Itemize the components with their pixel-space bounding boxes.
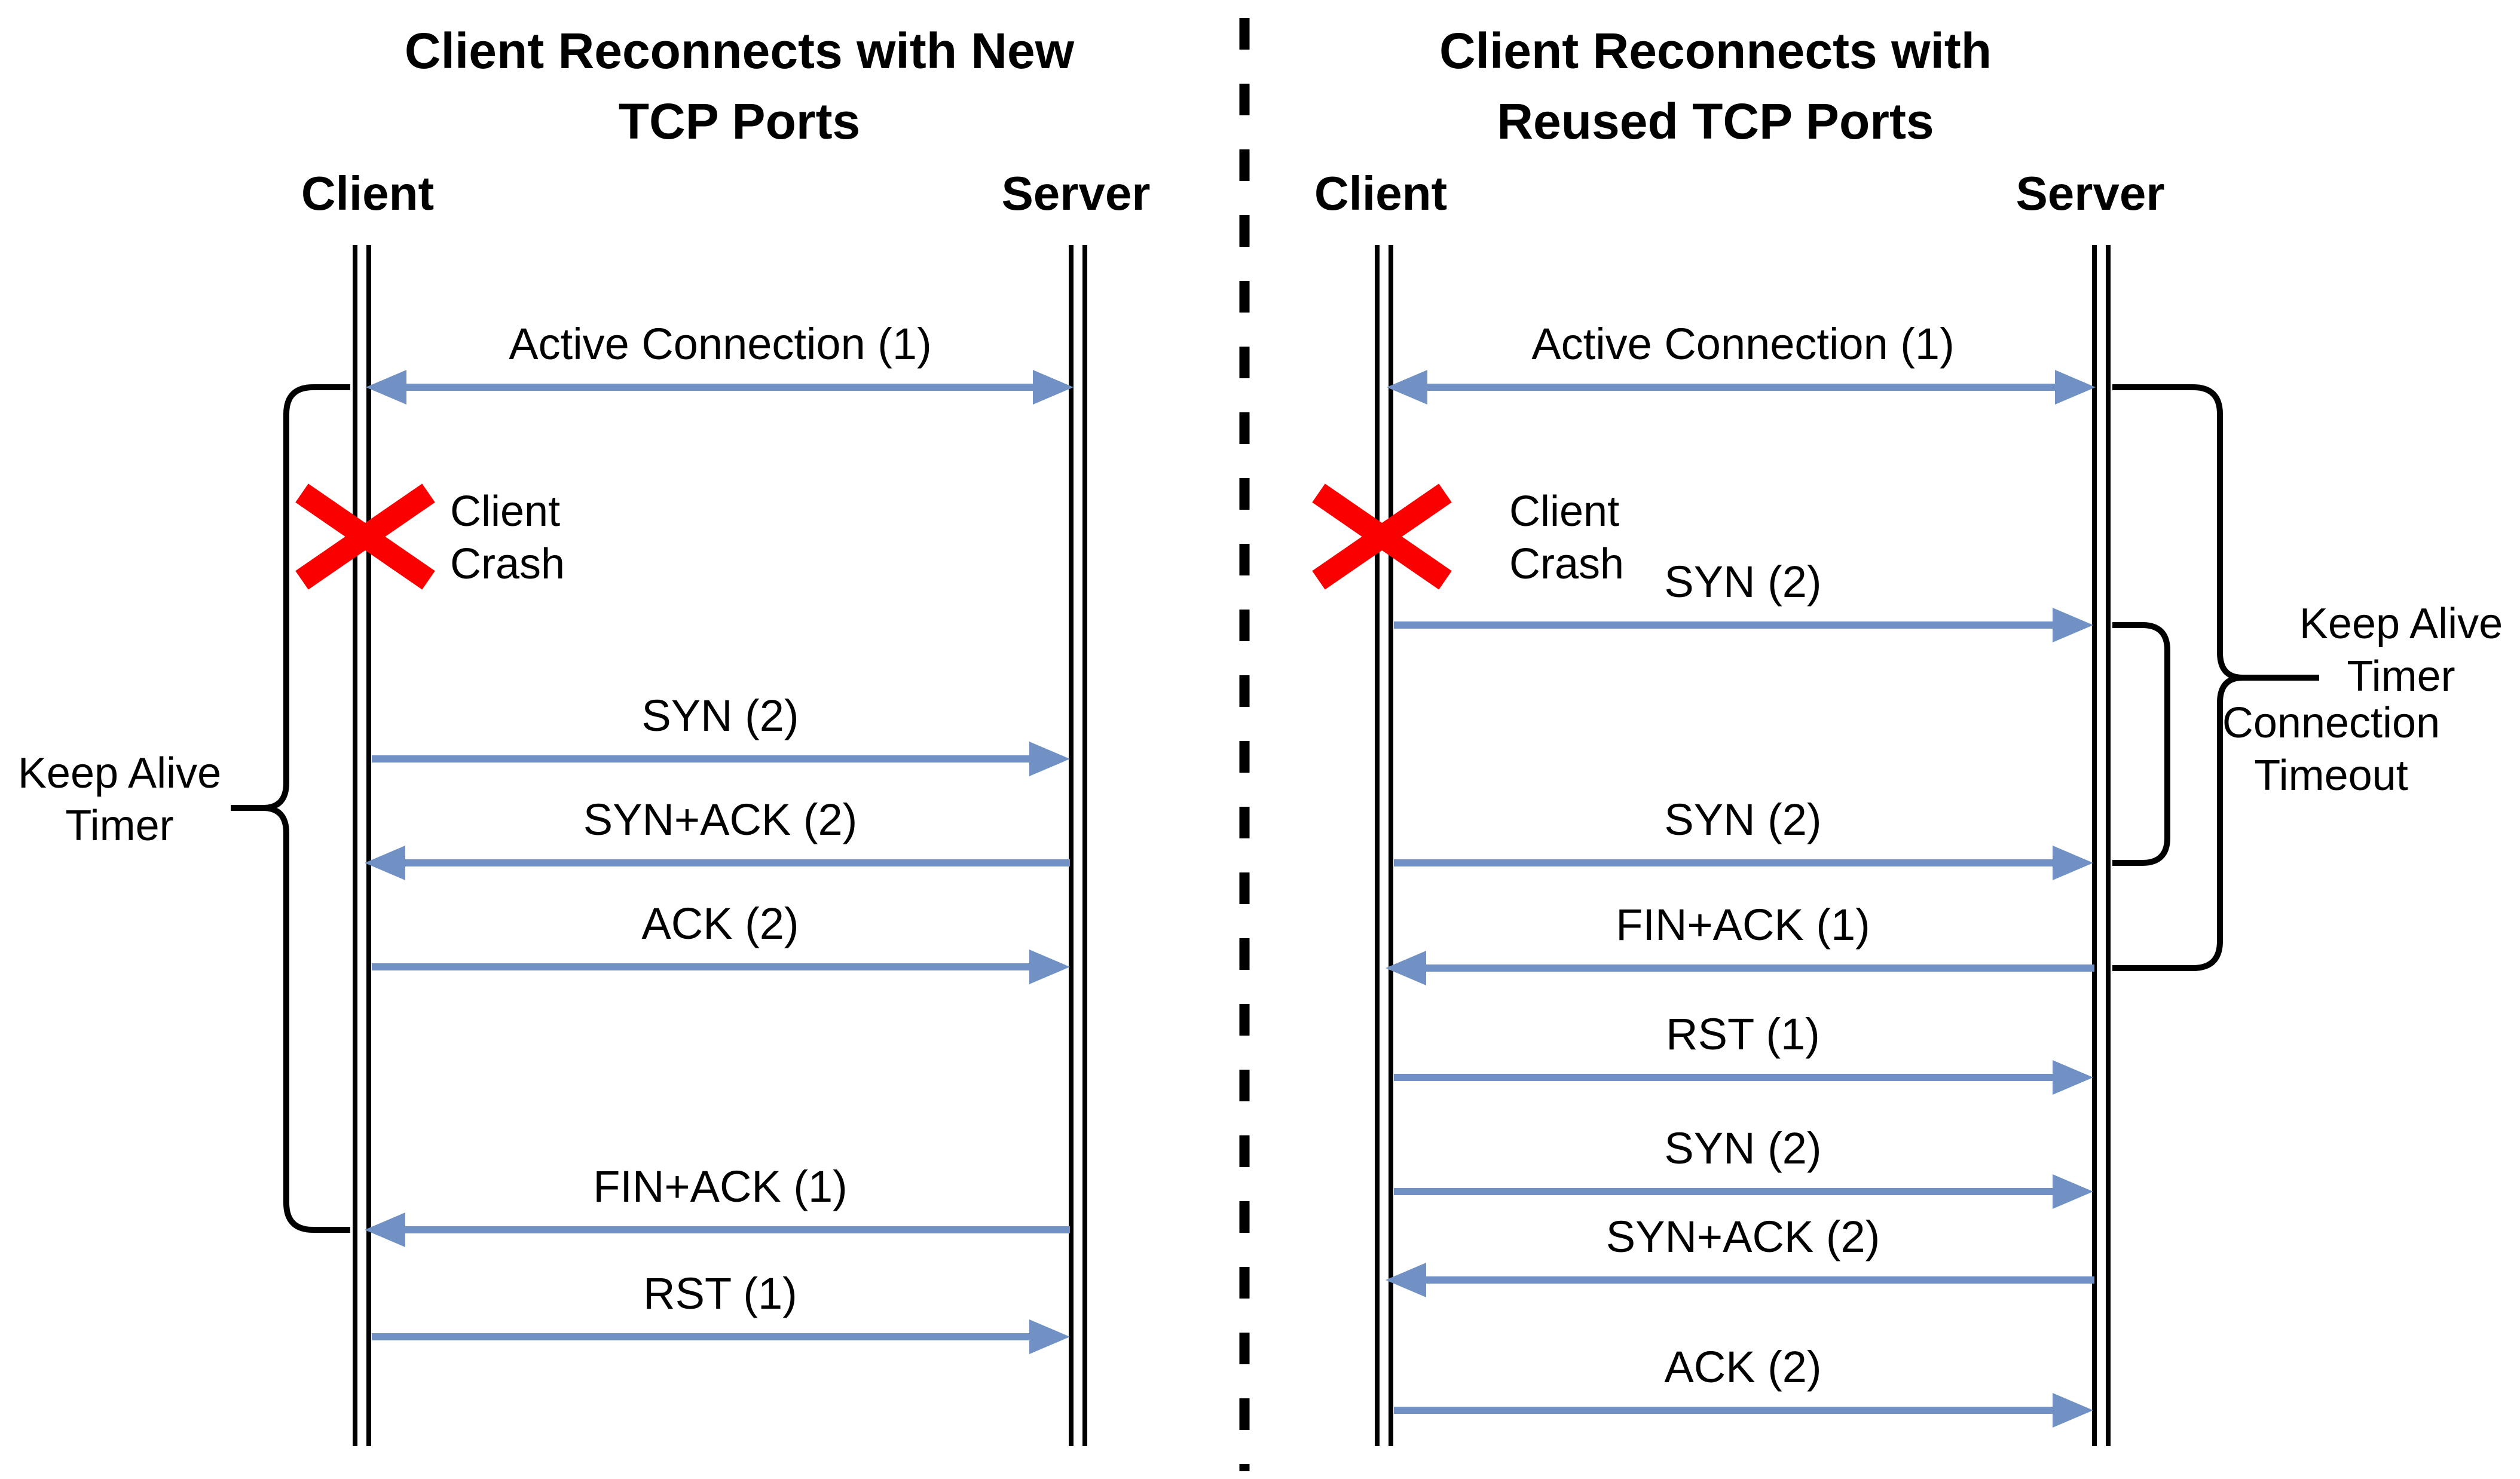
left-msg-syn-ack-label: SYN+ACK (2) xyxy=(583,795,858,844)
right-arrow-rst xyxy=(1394,1060,2093,1095)
left-server-lifeline xyxy=(1069,245,1087,1446)
right-arrow-syn-3 xyxy=(1394,1174,2093,1209)
left-msg-ack-label: ACK (2) xyxy=(641,899,799,948)
left-msg-fin-ack-label: FIN+ACK (1) xyxy=(593,1162,848,1211)
right-arrow-syn-1 xyxy=(1394,608,2093,642)
left-client-header: Client xyxy=(301,167,435,220)
right-keep-alive-timer-label-line1: Keep Alive xyxy=(2299,600,2503,648)
right-panel-title-line1: Client Reconnects with xyxy=(1439,23,1992,79)
right-msg-syn-ack-label: SYN+ACK (2) xyxy=(1605,1212,1880,1261)
left-client-crash-label: Client Crash xyxy=(450,485,565,590)
left-client-lifeline xyxy=(353,245,371,1446)
right-client-crash-label-line2: Crash xyxy=(1509,540,1625,588)
left-msg-syn-label: SYN (2) xyxy=(641,691,799,740)
left-client-crash-x-icon xyxy=(295,483,435,590)
right-client-lifeline xyxy=(1375,245,1393,1446)
right-server-lifeline xyxy=(2092,245,2111,1446)
left-panel-title-line1: Client Reconnects with New xyxy=(404,23,1075,79)
right-arrow-fin-ack xyxy=(1386,951,2094,985)
right-msg-syn-1-label: SYN (2) xyxy=(1664,557,1822,607)
right-msg-rst-label: RST (1) xyxy=(1666,1009,1820,1059)
left-arrow-ack xyxy=(372,950,1070,984)
left-keep-alive-brace xyxy=(231,384,350,1233)
right-panel-title: Client Reconnects with Reused TCP Ports xyxy=(1439,16,1992,157)
left-server-header: Server xyxy=(1001,167,1151,220)
right-msg-syn-2-label: SYN (2) xyxy=(1664,795,1822,844)
right-keep-alive-timer-label-line2: Timer xyxy=(2347,653,2455,700)
left-arrow-rst xyxy=(372,1319,1070,1354)
right-arrow-syn-2 xyxy=(1394,846,2093,880)
left-client-crash-label-line1: Client xyxy=(450,488,561,535)
right-msg-ack-label: ACK (2) xyxy=(1664,1342,1822,1392)
right-connection-timeout-bracket xyxy=(2112,622,2170,866)
right-connection-timeout-label-line1: Connection xyxy=(2222,699,2441,747)
left-arrow-active-connection xyxy=(366,370,1074,405)
right-client-crash-label-line1: Client xyxy=(1509,488,1620,535)
right-keep-alive-timer-label: Keep Alive Timer xyxy=(2299,598,2503,703)
right-arrow-syn-ack xyxy=(1386,1263,2094,1297)
right-connection-timeout-label: Connection Timeout xyxy=(2222,697,2440,802)
left-keep-alive-timer-label-line1: Keep Alive xyxy=(17,749,222,797)
left-msg-active-connection-label: Active Connection (1) xyxy=(509,319,932,369)
left-arrow-syn xyxy=(372,742,1070,776)
left-keep-alive-timer-label-line2: Timer xyxy=(65,802,174,850)
left-keep-alive-timer-label: Keep Alive Timer xyxy=(18,747,221,852)
right-msg-fin-ack-label: FIN+ACK (1) xyxy=(1616,900,1870,950)
right-arrow-active-connection xyxy=(1387,370,2096,405)
left-msg-rst-label: RST (1) xyxy=(643,1269,797,1318)
left-client-crash-label-line2: Crash xyxy=(450,540,565,588)
left-panel-title: Client Reconnects with New TCP Ports xyxy=(405,16,1074,157)
right-server-header: Server xyxy=(2016,167,2165,220)
right-arrow-ack xyxy=(1394,1393,2093,1428)
left-arrow-fin-ack xyxy=(365,1212,1070,1247)
right-client-crash-label: Client Crash xyxy=(1509,485,1624,590)
right-panel-title-line2: Reused TCP Ports xyxy=(1497,93,1934,149)
right-client-header: Client xyxy=(1314,167,1448,220)
right-keep-alive-brace xyxy=(2112,384,2319,971)
right-client-crash-x-icon xyxy=(1312,483,1452,590)
right-connection-timeout-label-line2: Timeout xyxy=(2254,752,2408,800)
left-panel-title-line2: TCP Ports xyxy=(618,93,861,149)
right-msg-active-connection-label: Active Connection (1) xyxy=(1531,319,1955,369)
left-arrow-syn-ack xyxy=(365,846,1070,880)
right-msg-syn-3-label: SYN (2) xyxy=(1664,1123,1822,1173)
